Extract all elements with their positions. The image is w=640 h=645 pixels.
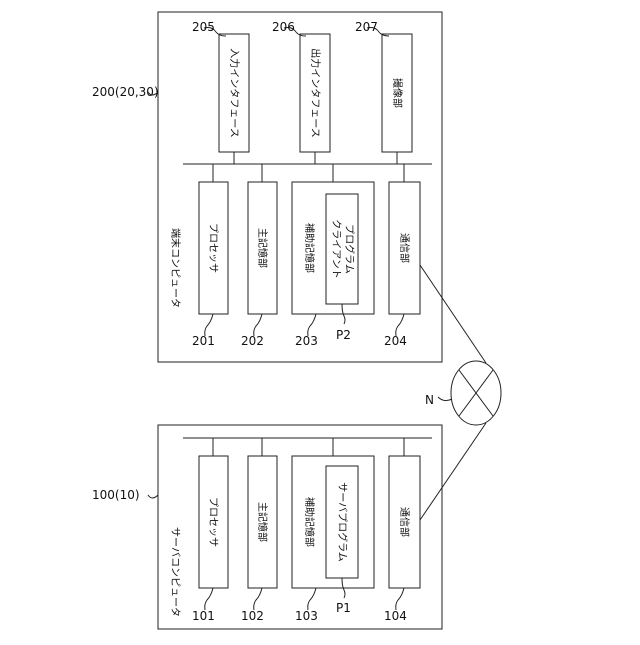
terminal-network-link bbox=[420, 265, 486, 363]
ref-205: 205 bbox=[192, 20, 215, 34]
server-main-memory-label: 主記憶部 bbox=[256, 502, 269, 542]
ref-102: 102 bbox=[241, 609, 264, 623]
imaging-unit-label: 撮像部 bbox=[391, 78, 404, 108]
ref-p2: P2 bbox=[336, 328, 351, 342]
comm-unit-label: 通信部 bbox=[398, 233, 411, 263]
ref-202: 202 bbox=[241, 334, 264, 348]
server-processor-label: プロセッサ bbox=[207, 497, 219, 547]
terminal-title: 端末コンピュータ bbox=[169, 228, 182, 308]
main-memory-label: 主記憶部 bbox=[256, 228, 269, 268]
ref-200: 200(20,30) bbox=[92, 85, 159, 99]
aux-storage-label: 補助記憶部 bbox=[303, 223, 316, 273]
ref-206: 206 bbox=[272, 20, 295, 34]
ref-100: 100(10) bbox=[92, 488, 140, 502]
ref-104: 104 bbox=[384, 609, 407, 623]
server-title: サーバコンピュータ bbox=[169, 527, 181, 617]
ref-207: 207 bbox=[355, 20, 378, 34]
ref-201: 201 bbox=[192, 334, 215, 348]
server-comm-unit-label: 通信部 bbox=[398, 507, 411, 537]
ref-203: 203 bbox=[295, 334, 318, 348]
ref-101: 101 bbox=[192, 609, 215, 623]
processor-label: プロセッサ bbox=[207, 223, 219, 273]
ref-204: 204 bbox=[384, 334, 407, 348]
ref-n: N bbox=[425, 393, 434, 407]
client-program-label-1: クライアント bbox=[330, 219, 342, 279]
server-program-label: サーバプログラム bbox=[336, 482, 349, 562]
server-aux-storage-label: 補助記憶部 bbox=[303, 497, 316, 547]
ref-103: 103 bbox=[295, 609, 318, 623]
input-interface-label: 入力インタフェース bbox=[228, 48, 241, 138]
output-interface-label: 出力インタフェース bbox=[309, 48, 322, 138]
client-program-label-2: プログラム bbox=[343, 224, 356, 274]
ref-p1: P1 bbox=[336, 601, 351, 615]
